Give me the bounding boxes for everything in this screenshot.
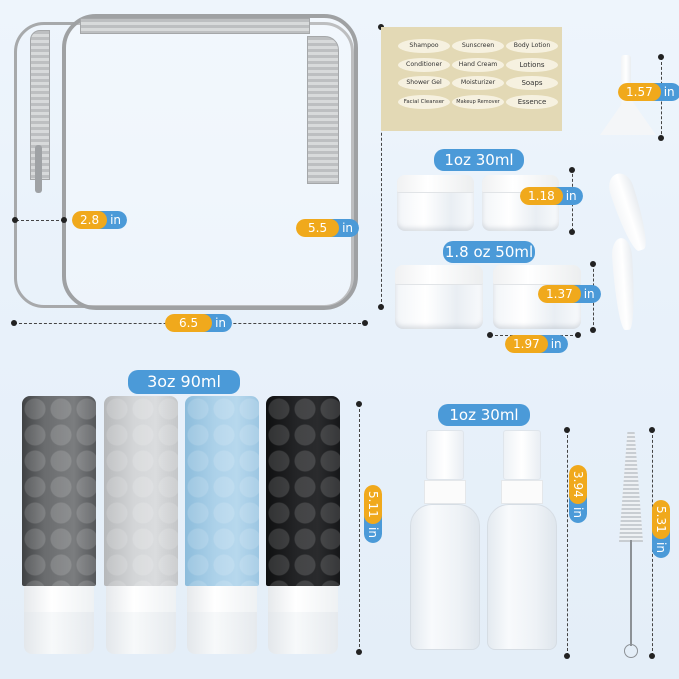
silicone-bottle-height-line: [359, 404, 360, 652]
bottle-sleeve: [104, 396, 178, 586]
dim-dot: [362, 320, 368, 326]
sticker-label: Conditioner: [398, 58, 450, 72]
badge-value: 2.8: [72, 211, 108, 229]
spatula-spoon: [610, 237, 638, 331]
bag-depth-badge: 2.8 in: [72, 211, 128, 229]
dim-dot: [356, 649, 362, 655]
cleaning-brush-loop: [624, 644, 638, 658]
silicone-bottle-height-badge: 5.11 in: [364, 485, 382, 543]
bottle-cap: [24, 612, 94, 654]
small-jar-height-badge: 1.18 in: [520, 187, 583, 205]
badge-value: 1.97: [505, 335, 548, 353]
badge-value: 6.5: [165, 314, 213, 332]
bottle-band: [24, 586, 94, 612]
spray-nozzle: [426, 430, 464, 480]
spray-body: [487, 504, 557, 650]
bag-height-line: [381, 27, 382, 307]
sticker-label: Lotions: [506, 58, 558, 72]
sticker-label: Shampoo: [398, 39, 450, 53]
dim-dot: [590, 261, 596, 267]
bottle-band: [187, 586, 257, 612]
zipper-top: [80, 18, 310, 34]
sticker-label: Makeup Remover: [452, 95, 504, 109]
spray-bottles-capacity-label: 1oz 30ml: [438, 404, 530, 426]
dim-dot: [487, 332, 493, 338]
large-jars-capacity-label: 1.8 oz 50ml: [443, 241, 535, 263]
bottle-sleeve: [185, 396, 259, 586]
silicone-bottles-capacity-label: 3oz 90ml: [128, 370, 240, 394]
badge-value: 1.57: [618, 83, 661, 101]
dim-dot: [11, 320, 17, 326]
bottle-cap: [106, 612, 176, 654]
dim-dot: [649, 653, 655, 659]
bottle-sleeve: [266, 396, 340, 586]
sticker-label: Hand Cream: [452, 58, 504, 72]
large-jar-width-badge: 1.97 in: [505, 335, 568, 353]
dim-dot: [658, 135, 664, 141]
dim-dot: [564, 653, 570, 659]
sticker-label: Body Lotion: [506, 39, 558, 53]
spray-bottle: [487, 430, 557, 650]
zipper-pull: [35, 145, 42, 193]
dim-dot: [378, 304, 384, 310]
small-jars-capacity-label: 1oz 30ml: [434, 149, 524, 171]
spray-bottle-height-badge: 3.94 in: [569, 465, 587, 523]
dim-dot: [575, 332, 581, 338]
dim-dot: [658, 54, 664, 60]
brush-height-badge: 5.31 in: [652, 500, 670, 558]
large-jar: [395, 265, 483, 329]
label-sticker-sheet: Shampoo Sunscreen Body Lotion Conditione…: [381, 27, 562, 131]
small-jar: [397, 175, 474, 231]
large-jar: [493, 265, 581, 329]
dim-dot: [590, 327, 596, 333]
sticker-label: Facial Cleanser: [398, 95, 450, 109]
dim-dot: [569, 229, 575, 235]
large-jar-height-badge: 1.37 in: [538, 285, 601, 303]
silicone-bottle-black: [266, 396, 340, 654]
bottle-cap: [268, 612, 338, 654]
funnel-stem: [621, 55, 631, 107]
sticker-label: Soaps: [506, 76, 558, 90]
dim-dot: [61, 217, 67, 223]
bag-depth-line: [16, 220, 64, 221]
badge-value: 1.18: [520, 187, 563, 205]
dim-dot: [569, 167, 575, 173]
bottle-cap: [187, 612, 257, 654]
funnel-cone: [600, 95, 656, 135]
funnel-height-badge: 1.57 in: [618, 83, 679, 101]
bottle-sleeve: [22, 396, 96, 586]
badge-value: 5.31: [652, 500, 670, 539]
cleaning-brush-head: [619, 432, 643, 542]
sticker-label: Essence: [506, 95, 558, 109]
sticker-label: Moisturizer: [452, 76, 504, 90]
bottle-band: [106, 586, 176, 612]
spray-collar: [501, 480, 543, 504]
cleaning-brush-handle: [630, 540, 632, 646]
badge-value: 5.11: [364, 485, 382, 524]
spray-collar: [424, 480, 466, 504]
badge-value: 3.94: [569, 465, 587, 504]
spray-bottle-height-line: [567, 430, 568, 656]
bag-width-badge: 6.5 in: [165, 314, 233, 332]
spray-bottle: [410, 430, 480, 650]
dim-dot: [12, 217, 18, 223]
spray-body: [410, 504, 480, 650]
badge-value: 5.5: [296, 219, 340, 237]
silicone-bottle-gray: [22, 396, 96, 654]
spray-nozzle: [503, 430, 541, 480]
bag-height-badge: 5.5 in: [296, 219, 360, 237]
spatula-spoon: [605, 170, 653, 254]
dim-dot: [356, 401, 362, 407]
bottle-band: [268, 586, 338, 612]
badge-value: 1.37: [538, 285, 581, 303]
dim-dot: [649, 427, 655, 433]
silicone-bottle-blue: [185, 396, 259, 654]
dim-dot: [564, 427, 570, 433]
sticker-label: Sunscreen: [452, 39, 504, 53]
sticker-label: Shower Gel: [398, 76, 450, 90]
silicone-bottle-light-gray: [104, 396, 178, 654]
zipper-right: [307, 36, 339, 184]
